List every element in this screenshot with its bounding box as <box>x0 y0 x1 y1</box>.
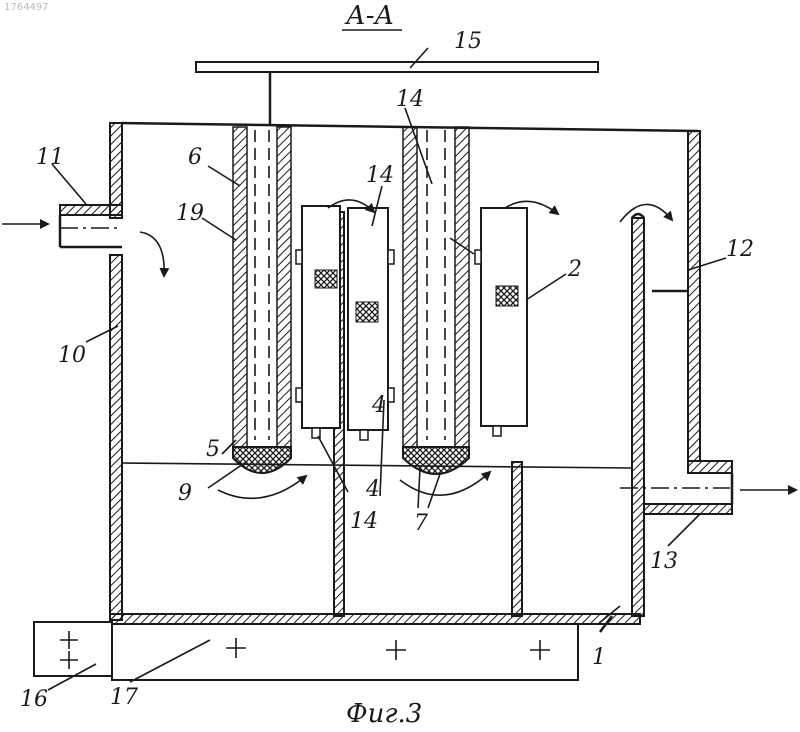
label-16: 16 <box>20 687 48 712</box>
plate-electrode-4-right <box>348 208 394 440</box>
section-title: А-А <box>344 1 394 31</box>
inlet-pipe-11 <box>2 205 122 247</box>
label-7: 7 <box>414 511 428 536</box>
label-9: 9 <box>178 481 192 506</box>
baffle-right <box>512 462 522 616</box>
base-16-17 <box>34 616 612 680</box>
label-11: 11 <box>36 145 64 170</box>
label-1: 1 <box>592 645 606 670</box>
label-14a: 14 <box>366 163 394 188</box>
electrode-tube-left <box>233 127 291 473</box>
label-19: 19 <box>176 201 204 226</box>
label-17: 17 <box>110 685 138 710</box>
partition-line <box>122 463 632 468</box>
label-13: 13 <box>650 549 678 574</box>
label-15: 15 <box>454 29 482 54</box>
label-12: 12 <box>726 237 754 262</box>
housing-10 <box>110 123 732 624</box>
plate-electrode-2 <box>475 208 527 436</box>
plate-electrode-4-left <box>296 206 340 438</box>
doc-number: 1764497 <box>4 2 49 13</box>
electrode-tube-center <box>403 127 469 474</box>
outlet-pipe-13 <box>620 473 796 514</box>
label-14b: 14 <box>396 87 424 112</box>
figure-caption: Фиг.3 <box>346 699 422 729</box>
label-4b: 4 <box>365 477 380 502</box>
label-5: 5 <box>206 437 220 462</box>
label-4a: 4 <box>371 393 386 418</box>
label-6: 6 <box>188 145 202 170</box>
label-2: 2 <box>567 257 582 282</box>
label-10: 10 <box>58 343 86 368</box>
label-14c: 14 <box>350 509 378 534</box>
